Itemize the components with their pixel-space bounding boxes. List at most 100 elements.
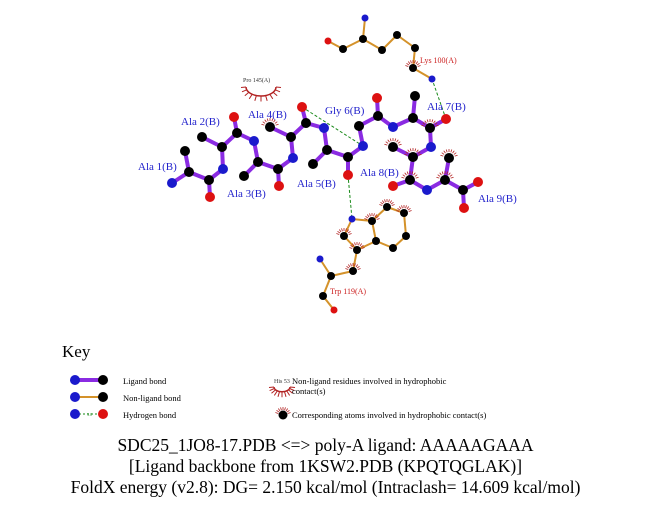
hydrophobic-contact-mark: [358, 242, 360, 246]
hydrophobic-contact-mark: [337, 230, 341, 234]
carbon-atom: [408, 113, 418, 123]
carbon-atom: [425, 123, 435, 133]
hydrophobic-contact-mark: [405, 205, 407, 209]
hydrophobic-residue-spike: [248, 94, 253, 100]
hydrogen-bond: [301, 106, 364, 147]
hydrophobic-contact-mark: [266, 118, 269, 122]
hydrophobic-contact-mark: [345, 268, 349, 270]
key-graphics: [70, 375, 296, 420]
nitrogen-atom: [249, 136, 259, 146]
hydrophobic-residue-spike: [286, 390, 291, 396]
hydrophobic-contact-mark: [350, 263, 352, 267]
hydrophobic-contact-mark: [433, 120, 436, 124]
hydrophobic-contact-mark: [366, 214, 370, 218]
hydrophobic-residue-spike: [288, 389, 293, 394]
hydrophobic-contact-mark: [348, 233, 352, 235]
hydrophobic-contact-mark: [341, 228, 343, 232]
hydrophobic-residue-spike: [273, 390, 278, 396]
hydrophobic-contact-mark: [271, 118, 274, 122]
hydrophobic-contact-mark: [401, 176, 405, 179]
hydrophobic-residue-spike: [265, 95, 268, 101]
hydrophobic-contact-mark: [418, 153, 422, 156]
oxygen-atom: [441, 114, 451, 124]
hydrophobic-contact-mark: [411, 171, 414, 175]
carbon-atom: [308, 159, 318, 169]
label-ala8: Ala 8(B): [360, 167, 399, 179]
nitrogen-atom: [422, 185, 432, 195]
carbon-atom: [410, 91, 420, 101]
hydrophobic-contact-mark: [385, 141, 389, 144]
hydrophobic-residue-spike: [283, 391, 287, 397]
hydrophobic-contact-mark: [369, 213, 371, 217]
carbon-atom: [253, 157, 263, 167]
key-hydrophobic-residues-label: Non-ligand residues involved in hydropho…: [292, 376, 447, 396]
hydrophobic-contact-mark: [336, 233, 340, 235]
oxygen-atom: [343, 170, 353, 180]
label-ala3: Ala 3(B): [227, 188, 266, 200]
hydrophobic-contact-mark: [347, 264, 351, 268]
hydrophobic-contact-mark: [380, 201, 384, 205]
hydrophobic-contact-mark: [280, 407, 282, 411]
label-ala1: Ala 1(B): [138, 161, 177, 173]
hydrophobic-contact-mark: [405, 65, 409, 67]
hydrophobic-contact-mark: [435, 124, 439, 127]
nitrogen-atom: [316, 255, 324, 263]
oxygen-atom: [388, 181, 398, 191]
hydrophobic-contact-mark: [437, 174, 441, 177]
hydrophobic-contact-mark: [436, 176, 440, 179]
hydrophobic-residue-spike: [268, 386, 275, 388]
hydrophobic-contact-mark: [417, 65, 421, 67]
carbon-atom: [98, 375, 108, 385]
oxygen-atom: [98, 409, 108, 419]
hydrophobic-contact-mark: [406, 62, 410, 66]
label-trp119: Trp 119(A): [330, 287, 366, 296]
hydrophobic-contact-mark: [407, 61, 411, 65]
hydrophobic-contact-mark: [276, 409, 280, 413]
hydrophobic-contact-mark: [416, 149, 419, 153]
hydrophobic-contact-mark: [407, 207, 411, 211]
hydrophobic-contact-mark: [452, 150, 455, 154]
hydrophobic-contact-mark: [441, 171, 444, 175]
hydrophobic-residue-spike: [275, 86, 282, 88]
hydrophobic-contact-mark: [415, 176, 419, 179]
nitrogen-atom: [70, 392, 80, 402]
carbon-atom: [440, 175, 450, 185]
nitrogen-atom: [361, 14, 369, 22]
carbon-atom: [184, 167, 194, 177]
carbon-atom: [232, 128, 242, 138]
hydrophobic-contact-mark: [389, 200, 393, 204]
hydrophobic-contact-mark: [285, 408, 289, 412]
hydrophobic-contact-mark: [450, 176, 454, 179]
hydrophobic-residue-spike: [241, 89, 247, 93]
nitrogen-atom: [428, 75, 436, 83]
hydrophobic-contact-mark: [445, 149, 448, 153]
oxygen-atom: [372, 93, 382, 103]
hydrophobic-contact-mark: [345, 228, 347, 232]
carbon-atom: [286, 132, 296, 142]
hydrophobic-contact-mark: [453, 152, 457, 155]
label-pro145: Pro 145(A): [243, 77, 270, 84]
hydrophobic-contact-mark: [381, 200, 385, 204]
hydrophobic-contact-mark: [376, 218, 380, 220]
nitrogen-atom: [348, 215, 356, 223]
key-hydrophobic-atoms-label: Corresponding atoms involved in hydropho…: [292, 410, 487, 420]
nitrogen-atom: [167, 178, 177, 188]
carbon-atom: [389, 244, 397, 252]
hydrophobic-contact-mark: [262, 121, 266, 124]
carbon-atom: [405, 175, 415, 185]
hydrophobic-contact-mark: [354, 242, 356, 246]
carbon-atom: [393, 31, 401, 39]
hydrophobic-contact-mark: [424, 120, 427, 124]
hydrophobic-contact-mark: [374, 214, 378, 218]
hydrophobic-residue-arc: [245, 86, 277, 97]
carbon-atom: [411, 44, 419, 52]
hydrophobic-contact-mark: [407, 149, 410, 153]
carbon-atom: [239, 171, 249, 181]
hydrophobic-residue-spike: [240, 86, 247, 88]
hydrophobic-contact-mark: [414, 174, 418, 177]
carbon-atom: [354, 121, 364, 131]
nitrogen-atom: [288, 153, 298, 163]
hydrophobic-residue-spike: [272, 91, 278, 97]
key-hydrophobic-sample-label: His 53: [274, 379, 290, 385]
